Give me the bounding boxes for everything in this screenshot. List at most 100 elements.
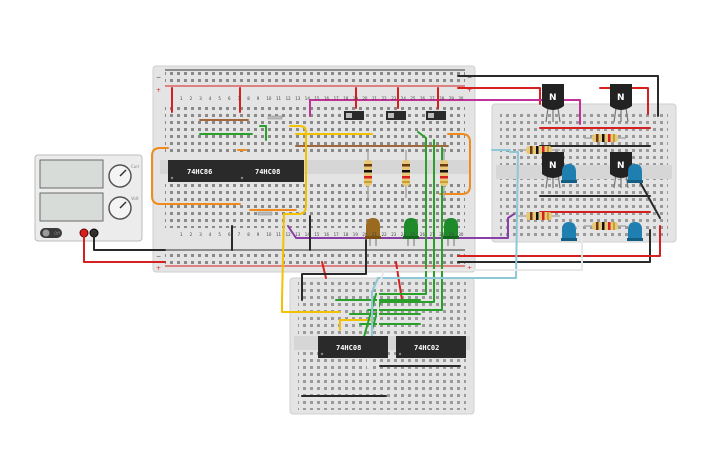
led-blue[interactable] (627, 164, 643, 183)
chip-74hc08-bottom[interactable]: 74HC08 (318, 336, 388, 358)
transistor-q1[interactable]: N (542, 84, 564, 123)
power-switch-label: Off (54, 231, 60, 236)
column-number: 18 (343, 232, 349, 237)
column-number: 28 (439, 96, 445, 101)
column-number: 24 (401, 96, 407, 101)
column-number: 24 (401, 232, 407, 237)
svg-text:+: + (156, 265, 161, 272)
column-number: 13 (295, 232, 301, 237)
resistor[interactable] (402, 150, 410, 198)
column-number: 10 (266, 232, 272, 237)
chip-label: 74HC86 (187, 168, 212, 176)
slide-switch[interactable] (386, 111, 406, 120)
column-number: 3 (199, 232, 202, 237)
chip-74hc86[interactable]: 74HC86 (168, 160, 238, 182)
column-number: 21 (372, 232, 378, 237)
resistor[interactable] (518, 212, 560, 220)
transistor-q2[interactable]: N (610, 84, 632, 123)
column-number: 28 (439, 232, 445, 237)
slide-switch[interactable] (344, 111, 364, 120)
column-number: 14 (305, 232, 311, 237)
column-number: 25 (410, 232, 416, 237)
power-supply[interactable]: Curr Volt Off (34, 154, 143, 242)
chip-74hc02[interactable]: 74HC02 (396, 336, 466, 358)
slide-switch[interactable] (426, 111, 446, 120)
column-number: 2 (190, 96, 193, 101)
column-number: 17 (334, 232, 340, 237)
chip-label: 74HC02 (414, 344, 439, 352)
led-blue[interactable] (561, 164, 577, 183)
column-number: 17 (334, 96, 340, 101)
resistors[interactable] (364, 134, 626, 230)
column-number: 29 (449, 96, 455, 101)
column-number: 13 (295, 96, 301, 101)
column-number: 11 (276, 96, 282, 101)
column-number: 19 (353, 96, 359, 101)
column-number: 27 (430, 96, 436, 101)
led-brown[interactable] (365, 218, 381, 246)
column-number: 12 (286, 232, 292, 237)
transistor-label: N (617, 161, 625, 171)
column-number: 26 (420, 232, 426, 237)
column-number: 18 (343, 96, 349, 101)
dip-switches[interactable] (257, 111, 446, 216)
svg-text:+: + (467, 87, 472, 94)
column-number: 23 (391, 96, 397, 101)
leds[interactable] (365, 164, 643, 246)
column-number: 5 (218, 232, 221, 237)
chips[interactable]: 74HC86 74HC08 74HC08 74HC02 (168, 160, 466, 358)
current-knob-label: Curr (131, 164, 140, 169)
transistor-label: N (617, 93, 625, 103)
column-number: 23 (391, 232, 397, 237)
column-number: 26 (420, 96, 426, 101)
column-number: 6 (228, 232, 231, 237)
resistor[interactable] (584, 222, 626, 230)
column-number: 9 (257, 232, 260, 237)
led-blue[interactable] (627, 222, 643, 241)
resistor[interactable] (584, 134, 626, 142)
transistors[interactable]: N N N N (542, 84, 632, 189)
column-number: 4 (209, 96, 212, 101)
column-number: 15 (314, 232, 320, 237)
column-number: 21 (372, 96, 378, 101)
chip-74hc08[interactable]: 74HC08 (238, 160, 304, 182)
column-number: 1 (180, 232, 183, 237)
column-numbers: 1122334455667788991010111112121313141415… (180, 96, 464, 237)
column-number: 16 (324, 232, 330, 237)
transistor-q4[interactable]: N (610, 152, 632, 189)
column-number: 22 (382, 232, 388, 237)
transistor-label: N (549, 93, 557, 103)
column-number: 25 (410, 96, 416, 101)
column-number: 5 (218, 96, 221, 101)
svg-text:−: − (467, 74, 472, 81)
led-green[interactable] (443, 218, 459, 246)
wires[interactable] (83, 75, 661, 397)
led-blue[interactable] (561, 222, 577, 241)
column-number: 12 (286, 96, 292, 101)
led-green[interactable] (403, 218, 419, 246)
svg-text:−: − (156, 74, 161, 81)
column-number: 27 (430, 232, 436, 237)
column-number: 2 (190, 232, 193, 237)
chip-label: 74HC08 (336, 344, 361, 352)
column-number: 1 (180, 96, 183, 101)
resistor[interactable] (364, 150, 372, 198)
column-number: 3 (199, 96, 202, 101)
breadboard-right[interactable] (491, 103, 677, 243)
column-number: 29 (449, 232, 455, 237)
column-number: 14 (305, 96, 311, 101)
column-number: 10 (266, 96, 272, 101)
svg-text:+: + (156, 87, 161, 94)
column-number: 8 (247, 96, 250, 101)
column-number: 20 (362, 232, 368, 237)
svg-text:−: − (156, 253, 161, 260)
resistor[interactable] (440, 150, 448, 198)
column-number: 19 (353, 232, 359, 237)
voltage-knob-label: Volt (131, 196, 139, 201)
column-number: 16 (324, 96, 330, 101)
column-number: 30 (458, 96, 464, 101)
column-number: 22 (382, 96, 388, 101)
transistor-q3[interactable]: N (542, 152, 564, 189)
svg-text:+: + (467, 265, 472, 272)
